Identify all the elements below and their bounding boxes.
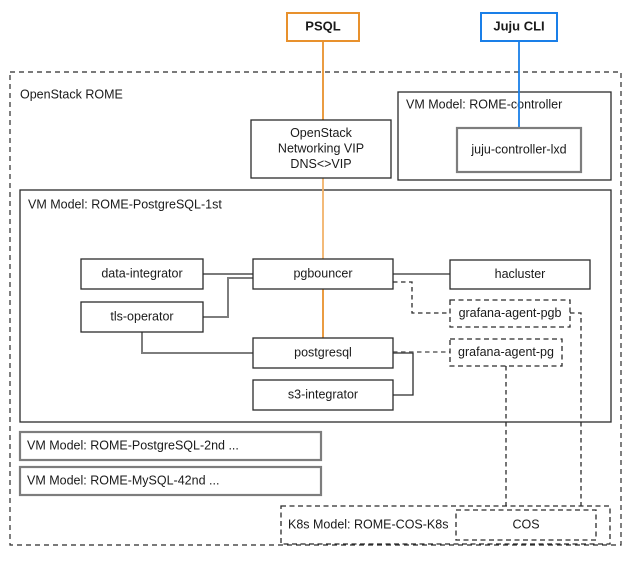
node-box-data-integrator[interactable] <box>80 258 204 290</box>
zone-vm-rome-controller: VM Model: ROME-controller <box>397 91 612 181</box>
edge-tls-operator-to-pgbouncer <box>203 277 253 318</box>
zone-vm-rome-postgresql-2nd: VM Model: ROME-PostgreSQL-2nd ... <box>18 430 323 462</box>
zones-layer: OpenStack ROME VM Model: ROME-controllerV… <box>9 71 622 546</box>
node-label-pgbouncer: pgbouncer <box>293 266 352 280</box>
edge-grafana-agent-pgb-to-cos <box>570 312 582 510</box>
node-label-grafana-agent-pgb: grafana-agent-pgb <box>459 306 562 320</box>
node-label-tls-operator: tls-operator <box>110 309 173 323</box>
node-box-postgresql[interactable] <box>252 337 394 369</box>
edges-layer <box>141 41 582 510</box>
external-client-box-juju-cli[interactable] <box>480 12 558 42</box>
zone-border-vm-rome-postgresql-2nd <box>18 430 323 462</box>
node-label-juju-controller-lxd: juju-controller-lxd <box>470 142 566 156</box>
node-box-juju-controller-lxd[interactable] <box>455 126 583 174</box>
node-box-cos[interactable] <box>455 509 597 541</box>
node-grafana-agent-pg[interactable]: grafana-agent-pg <box>449 338 563 367</box>
node-box-openstack-networking-vip[interactable] <box>250 119 392 179</box>
zone-vm-rome-mysql-42nd: VM Model: ROME-MySQL-42nd ... <box>18 465 323 497</box>
zone-border-vm-rome-postgresql-1st <box>19 189 612 423</box>
external-client-label-psql: PSQL <box>305 18 340 33</box>
node-label-cos: COS <box>512 517 539 531</box>
edge-tls-operator-to-postgresql <box>141 332 253 354</box>
external-client-juju-cli[interactable]: Juju CLI <box>480 12 558 42</box>
node-label-postgresql: postgresql <box>294 345 352 359</box>
zone-label-k8s-rome-cos-k8s: K8s Model: ROME-COS-K8s <box>288 517 448 531</box>
edge-postgresql-to-s3-integrator <box>393 352 414 396</box>
zone-border-openstack-rome <box>9 71 622 546</box>
zone-label-vm-rome-postgresql-2nd: VM Model: ROME-PostgreSQL-2nd ... <box>27 438 239 452</box>
node-postgresql[interactable]: postgresql <box>252 337 394 369</box>
node-box-s3-integrator[interactable] <box>252 379 394 411</box>
node-cos[interactable]: COS <box>455 509 597 541</box>
node-box-grafana-agent-pgb[interactable] <box>449 299 571 328</box>
zone-label-vm-rome-mysql-42nd: VM Model: ROME-MySQL-42nd ... <box>27 473 219 487</box>
zone-label-vm-rome-postgresql-1st: VM Model: ROME-PostgreSQL-1st <box>28 197 222 211</box>
external-clients-layer: PSQL Juju CLI <box>286 12 558 42</box>
node-label-grafana-agent-pg: grafana-agent-pg <box>458 345 554 359</box>
zone-openstack-rome: OpenStack ROME <box>9 71 622 546</box>
node-label-data-integrator: data-integrator <box>101 266 182 280</box>
node-hacluster[interactable]: hacluster <box>449 259 591 290</box>
node-box-tls-operator[interactable] <box>80 301 204 333</box>
node-grafana-agent-pgb[interactable]: grafana-agent-pgb <box>449 299 571 328</box>
zone-label-openstack-rome: OpenStack ROME <box>20 87 123 101</box>
zone-k8s-rome-cos-k8s: K8s Model: ROME-COS-K8s <box>280 505 611 545</box>
external-client-psql[interactable]: PSQL <box>286 12 360 42</box>
node-juju-controller-lxd[interactable]: juju-controller-lxd <box>455 126 583 174</box>
zone-border-vm-rome-mysql-42nd <box>18 465 323 497</box>
node-data-integrator[interactable]: data-integrator <box>80 258 204 290</box>
node-label-openstack-networking-vip: Networking VIP <box>278 141 364 155</box>
node-label-s3-integrator: s3-integrator <box>288 387 358 401</box>
node-label-openstack-networking-vip: DNS<>VIP <box>290 157 351 171</box>
node-tls-operator[interactable]: tls-operator <box>80 301 204 333</box>
zone-vm-rome-postgresql-1st: VM Model: ROME-PostgreSQL-1st <box>19 189 612 423</box>
node-s3-integrator[interactable]: s3-integrator <box>252 379 394 411</box>
node-box-hacluster[interactable] <box>449 259 591 290</box>
edge-pgbouncer-to-grafana-agent-pgb <box>393 281 450 314</box>
zone-border-k8s-rome-cos-k8s <box>280 505 611 545</box>
node-box-pgbouncer[interactable] <box>252 258 394 290</box>
external-client-label-juju-cli: Juju CLI <box>493 18 544 33</box>
zone-label-vm-rome-controller: VM Model: ROME-controller <box>406 97 562 111</box>
external-client-box-psql[interactable] <box>286 12 360 42</box>
node-label-hacluster: hacluster <box>495 267 546 281</box>
node-pgbouncer[interactable]: pgbouncer <box>252 258 394 290</box>
node-box-grafana-agent-pg[interactable] <box>449 338 563 367</box>
zone-border-vm-rome-controller <box>397 91 612 181</box>
node-label-openstack-networking-vip: OpenStack <box>290 126 353 140</box>
